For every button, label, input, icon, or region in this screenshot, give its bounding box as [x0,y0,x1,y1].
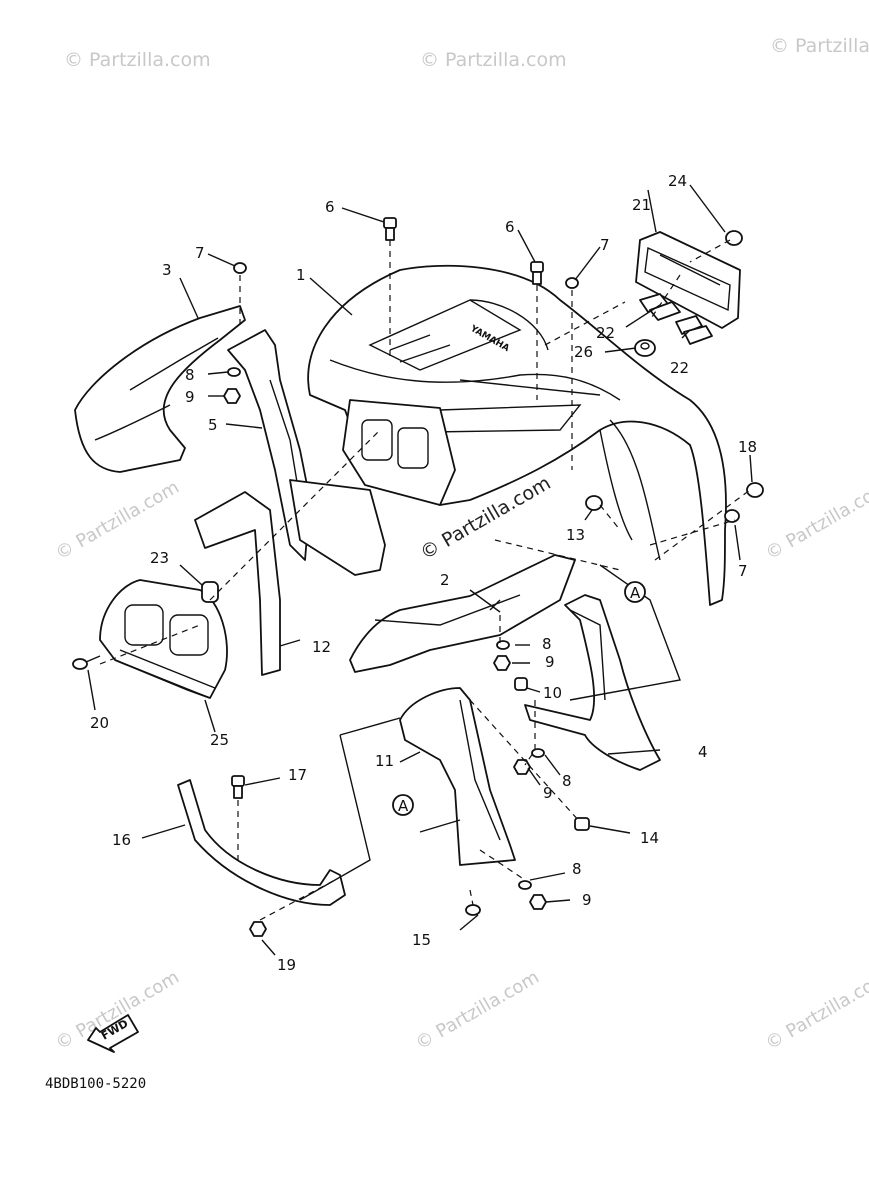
section-marker-a [624,581,646,603]
callout-15: 15 [412,931,431,949]
callout-9: 9 [582,891,592,909]
watermark: © Partzilla.com [762,477,869,565]
callout-8: 8 [562,772,572,790]
callout-8: 8 [572,860,582,878]
callout-9: 9 [185,388,195,406]
callout-23: 23 [150,549,169,567]
callout-22: 22 [670,359,689,377]
callout-18: 18 [738,438,757,456]
side-panel-4 [524,594,661,771]
callout-11: 11 [375,752,394,770]
watermark: © Partzilla.com [412,967,543,1055]
callout-3: 3 [162,261,172,279]
callout-17: 17 [288,766,307,784]
callout-5: 5 [208,416,218,434]
callout-8: 8 [542,635,552,653]
callout-25: 25 [210,731,229,749]
lower-flap [289,479,386,576]
callout-6: 6 [325,198,335,216]
callout-4: 4 [698,743,708,761]
bar-16 [177,779,346,906]
spacer-23 [201,581,219,603]
watermark: © Partzilla.com [762,967,869,1055]
callout-16: 16 [112,831,131,849]
callout-6: 6 [505,218,515,236]
callout-7: 7 [195,244,205,262]
pads-22 [639,293,713,345]
callout-24: 24 [668,172,687,190]
skid-plate-2 [349,554,576,673]
callout-2: 2 [440,571,450,589]
section-marker-a [392,794,414,816]
callout-12: 12 [312,638,331,656]
diagram-code: 4BDB100-5220 [45,1076,146,1092]
callouts: 1 2 3 4 5 6 6 7 7 7 8 8 8 8 9 9 9 9 10 1… [90,172,757,974]
watermark: © Partzilla.com [64,49,211,71]
callout-21: 21 [632,196,651,214]
callout-22: 22 [596,324,615,342]
callout-14: 14 [640,829,659,847]
callout-9: 9 [545,653,555,671]
callout-7: 7 [600,236,610,254]
callout-26: 26 [574,343,593,361]
side-guard-11 [399,687,516,866]
watermark: © Partzilla.com [770,35,869,57]
screw-20 [72,655,101,670]
guard-12 [194,491,281,676]
watermarks: © Partzilla.com © Partzilla.com © Partzi… [52,35,869,1054]
side-cover-3 [74,305,246,473]
light-cover-21 [635,231,741,329]
grommet-26 [634,339,656,357]
section-markers: A A [392,581,646,816]
section-marker-a-label: A [630,584,641,602]
headlight-housing [342,399,456,506]
callout-10: 10 [543,684,562,702]
watermark: © Partzilla.com [420,49,567,71]
callout-8: 8 [185,366,195,384]
section-marker-a-label: A [398,797,409,815]
callout-7: 7 [738,562,748,580]
leader-lines [87,184,753,956]
callout-20: 20 [90,714,109,732]
callout-19: 19 [277,956,296,974]
callout-9: 9 [543,784,553,802]
callout-13: 13 [566,526,585,544]
callout-1: 1 [296,266,306,284]
